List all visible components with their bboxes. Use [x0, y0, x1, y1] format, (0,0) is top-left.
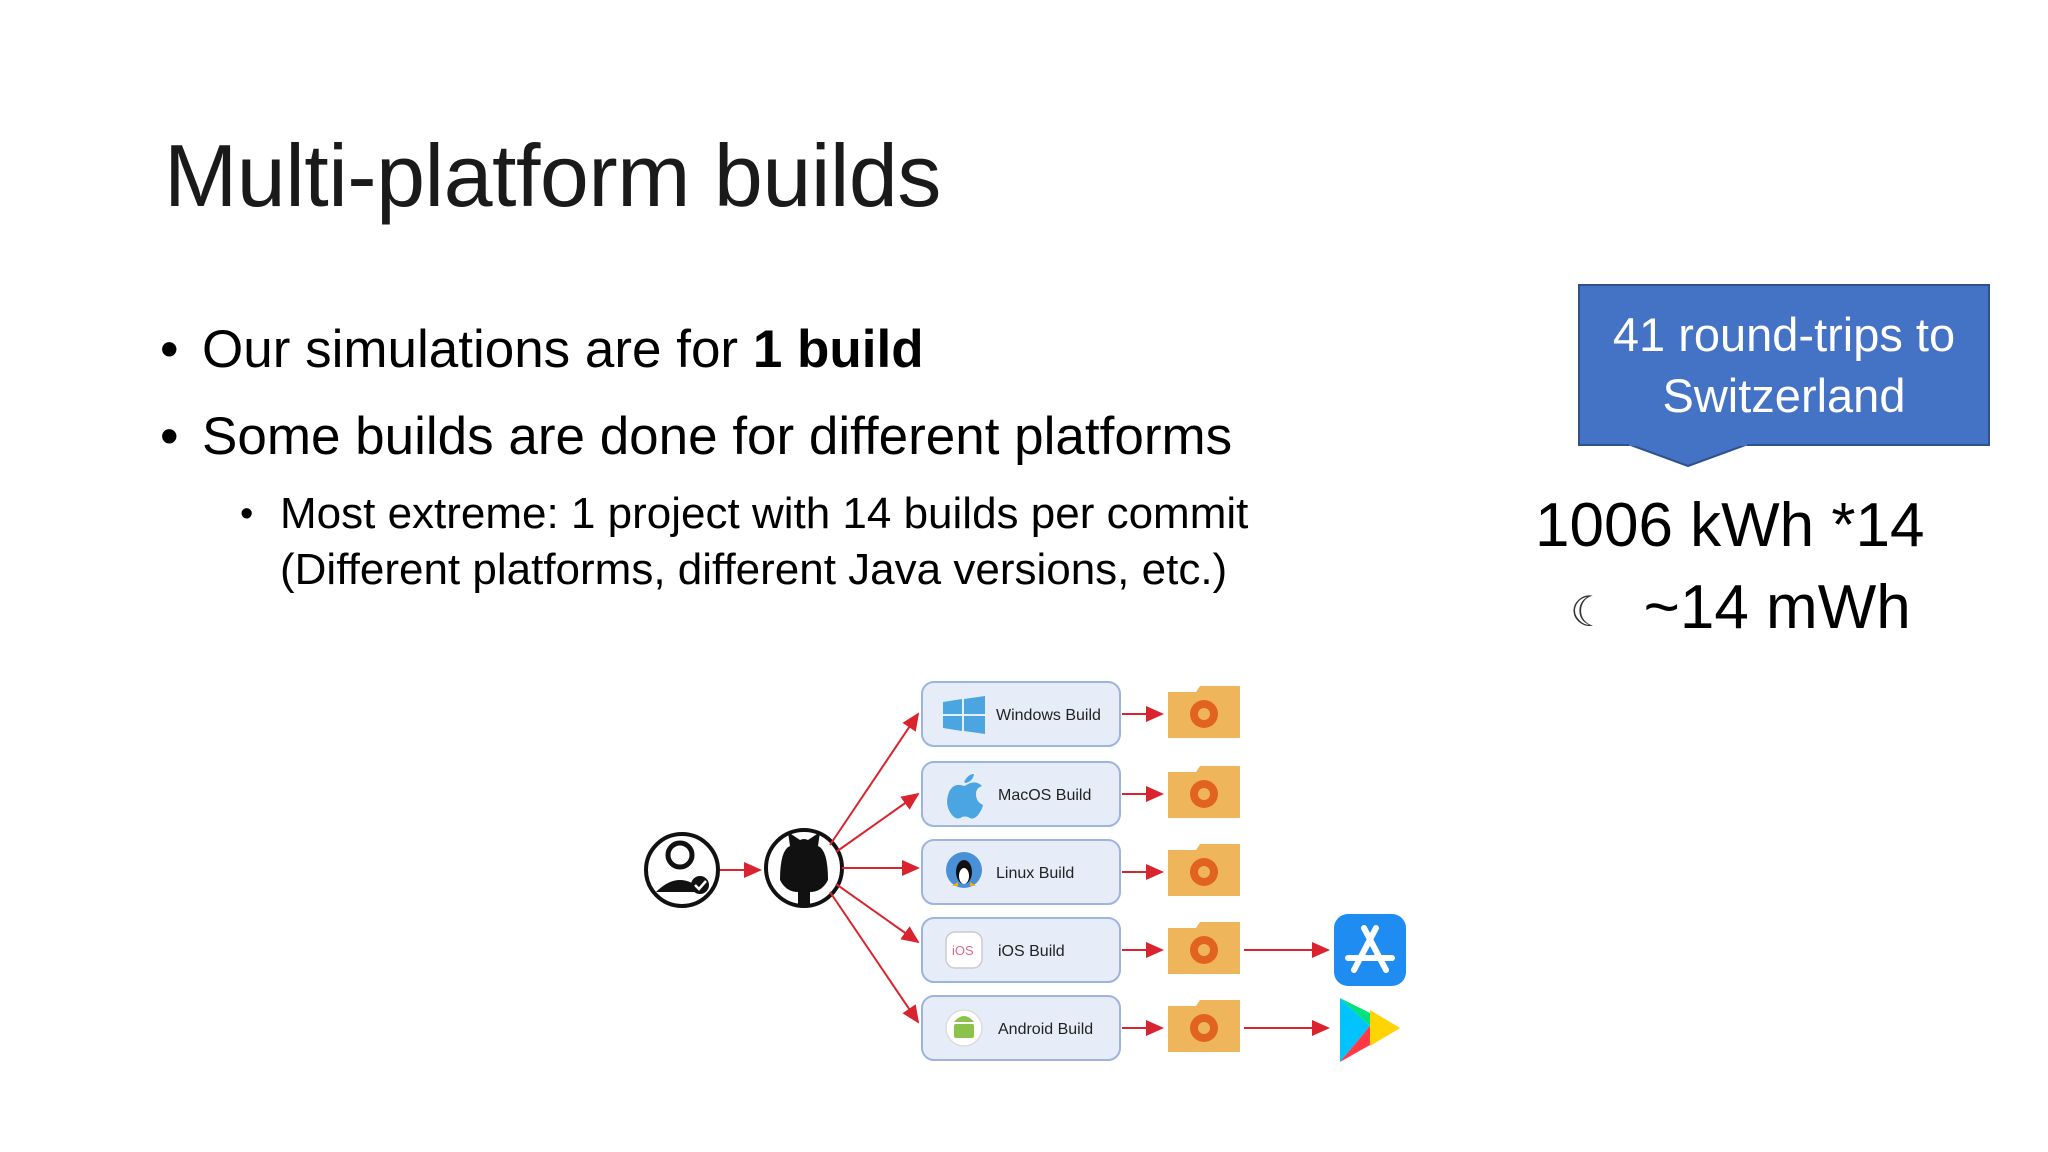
bullet-dot: •	[160, 320, 179, 379]
bullet-item: • Some builds are done for different plat…	[160, 405, 1232, 469]
artifact-arrows	[1122, 706, 1164, 1036]
build-pipeline-diagram: Windows Build MacOS Build Linux Build	[644, 681, 1406, 1062]
google-play-icon	[1340, 998, 1400, 1062]
windows-icon	[943, 696, 985, 734]
bullet-dot: •	[240, 493, 254, 535]
folder-gear-icon	[1168, 686, 1240, 738]
apple-icon	[947, 774, 983, 819]
developer-icon	[644, 832, 720, 908]
energy-total: 1006 kWh *14	[1535, 491, 1925, 560]
bullet-list: • Our simulations are for 1 build • Some b…	[160, 318, 1232, 492]
android-icon	[945, 1009, 983, 1047]
build-label: Linux Build	[996, 865, 1074, 882]
sub-bullet-line2: (Different platforms, different Java ver…	[280, 545, 1228, 594]
build-label: Windows Build	[996, 707, 1101, 724]
build-node: MacOS Build	[921, 761, 1121, 827]
energy-per-build: ☾ ~14 mWh	[1570, 572, 1911, 643]
callout-line1: 41 round-trips to	[1612, 308, 1956, 361]
bullet-dot: •	[160, 407, 179, 466]
bullet-bold-text: 1 build	[752, 320, 924, 379]
sub-bullet-item: • Most extreme: 1 project with 14 builds…	[240, 486, 1248, 598]
fanout-arrows	[829, 712, 920, 1024]
bullet-text: Some builds are done for different platf…	[202, 407, 1233, 466]
folder-gear-icon	[1168, 844, 1240, 896]
slide-title: Multi-platform builds	[164, 126, 941, 225]
folder-gear-icon	[1168, 1000, 1240, 1052]
build-node: Windows Build	[921, 681, 1121, 747]
app-store-icon	[1334, 914, 1406, 986]
sub-bullet-line1: Most extreme: 1 project with 14 builds p…	[280, 489, 1249, 538]
build-label: Android Build	[998, 1021, 1093, 1038]
sub-bullet: • Most extreme: 1 project with 14 builds…	[240, 486, 1248, 598]
build-label: iOS Build	[998, 943, 1065, 960]
bullet-item: • Our simulations are for 1 build	[160, 318, 1232, 382]
energy-per-build-value: ~14 mWh	[1643, 573, 1911, 642]
ios-icon: iOS	[945, 931, 983, 969]
artifact-folder-icons	[1168, 686, 1240, 1052]
linux-icon	[946, 852, 982, 888]
build-node: iOS iOS Build	[921, 917, 1121, 983]
svg-text:iOS: iOS	[952, 943, 974, 958]
build-label: MacOS Build	[998, 787, 1091, 804]
folder-gear-icon	[1168, 766, 1240, 818]
callout-tail	[1628, 444, 1748, 468]
folder-gear-icon	[1168, 922, 1240, 974]
build-node: Linux Build	[921, 839, 1121, 905]
approx-symbol-icon: ☾	[1570, 588, 1608, 636]
build-node: Android Build	[921, 995, 1121, 1061]
callout-line2: Switzerland	[1662, 369, 1906, 422]
bullet-text: Our simulations are for	[202, 320, 753, 379]
callout-box: 41 round-trips to Switzerland	[1578, 284, 1990, 446]
